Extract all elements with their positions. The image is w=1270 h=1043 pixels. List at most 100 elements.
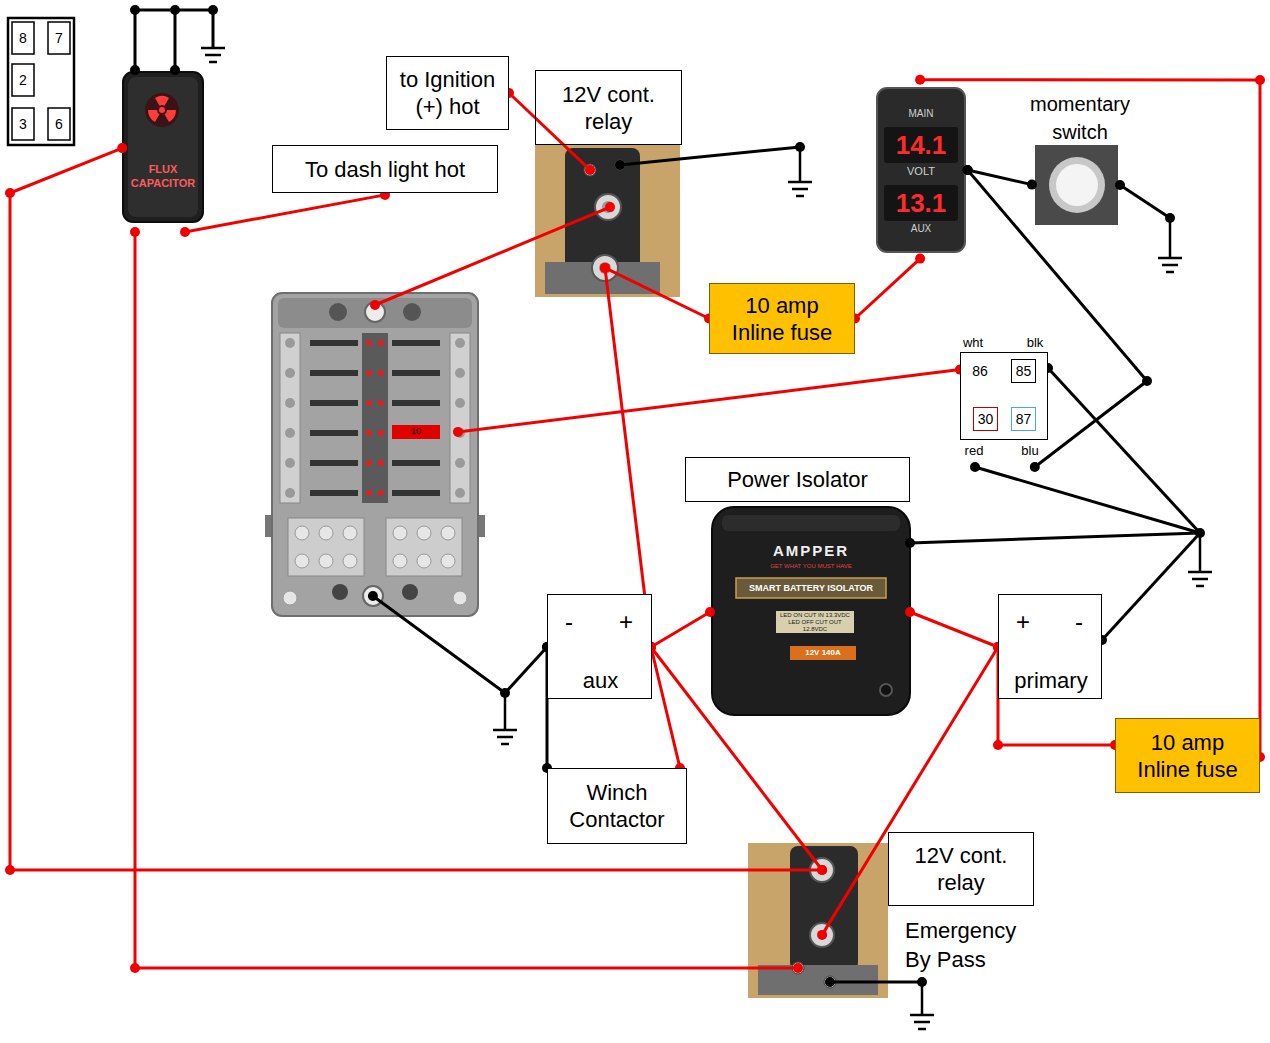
- switch-bezel: [1049, 157, 1105, 213]
- terminal-sign: +: [615, 607, 637, 637]
- wire: [373, 596, 547, 693]
- wire-dot: [825, 977, 835, 987]
- pin-number: 30: [978, 409, 994, 429]
- pin-cell: [48, 22, 70, 54]
- led: [366, 400, 372, 406]
- bus-bar: [288, 518, 364, 576]
- wire-dot: [170, 65, 180, 75]
- fuse-block-stud: [402, 584, 418, 600]
- relay-pinout: 86853087: [960, 352, 1048, 440]
- wire-dot: [905, 607, 915, 617]
- bus-screw: [319, 554, 333, 568]
- fuse-slot: [310, 340, 358, 346]
- terminal-screw: [455, 368, 465, 378]
- wire-dot: [1115, 180, 1125, 190]
- ground-symbol: [1158, 257, 1182, 260]
- wire-dot: [963, 165, 973, 175]
- terminal-screw: [285, 368, 295, 378]
- note-box: to Ignition (+) hot: [386, 56, 509, 130]
- fuse-slot: [392, 460, 440, 466]
- ground-symbol: [201, 47, 225, 50]
- mounting-hole: [880, 684, 892, 696]
- switch-photo: [1035, 145, 1118, 225]
- led: [378, 370, 384, 376]
- brand-name: AMPPER: [732, 542, 890, 560]
- led: [378, 340, 384, 346]
- wire-dot: [970, 462, 980, 472]
- led: [366, 490, 372, 496]
- relay-stud: [810, 923, 834, 947]
- wire-dot: [1027, 180, 1037, 190]
- pin-diagram: [8, 18, 74, 145]
- relay-stud: [595, 194, 621, 220]
- led: [378, 490, 384, 496]
- ground-wire: [174, 10, 177, 70]
- pin-cell: [12, 22, 34, 54]
- wire-dot: [817, 865, 827, 875]
- isolator-rating-band: [790, 646, 856, 660]
- push-button: momentary switch: [1015, 88, 1145, 226]
- ground-symbol: [918, 1028, 926, 1031]
- wire-dot: [915, 254, 925, 264]
- wire-dot: [5, 188, 15, 198]
- fuse-slot: [392, 490, 440, 496]
- wire-dot: [585, 165, 595, 175]
- bus-screw: [441, 554, 455, 568]
- relay-stud: [599, 262, 611, 274]
- inline-fuse: 10 amp Inline fuse: [1115, 718, 1260, 793]
- led: [366, 430, 372, 436]
- wire-dot: [5, 865, 15, 875]
- pin-label: 6: [48, 108, 70, 140]
- terminal-screw: [285, 338, 295, 348]
- bus-screw: [343, 554, 357, 568]
- battery-name: primary: [999, 667, 1103, 694]
- rocker-body: [123, 72, 203, 222]
- bus-screw: [441, 526, 455, 540]
- relay-label: 12V cont. relay: [535, 70, 682, 145]
- pin-number: 85: [1016, 361, 1032, 381]
- ground-wire: [135, 10, 213, 70]
- pin-label: 7: [48, 22, 70, 54]
- voltmeter-body: [877, 88, 965, 252]
- terminal-screw: [285, 458, 295, 468]
- wire: [458, 370, 960, 432]
- fuse-rows: [285, 338, 465, 498]
- pin-cell: [12, 108, 34, 140]
- terminal-sign: +: [1012, 607, 1034, 637]
- wire-dot: [130, 963, 140, 973]
- fuse-slot: [310, 400, 358, 406]
- ground-symbol: [1199, 533, 1202, 572]
- pin-box: 85: [1011, 359, 1036, 383]
- wire-dot: [817, 865, 827, 875]
- ground-symbol: [497, 736, 513, 739]
- device-box: Winch Contactor: [547, 768, 687, 844]
- bus-screw: [417, 554, 431, 568]
- led: [378, 430, 384, 436]
- ground-wire: [1102, 533, 1200, 640]
- fuse-text: 10 amp Inline fuse: [722, 292, 842, 346]
- note-text: to Ignition (+) hot: [393, 66, 502, 120]
- ground-symbol: [796, 195, 804, 198]
- note-text: To dash light hot: [305, 156, 465, 183]
- wire-dot: [170, 5, 180, 15]
- ground-symbol: [1162, 264, 1178, 267]
- terminal-screw: [285, 428, 295, 438]
- terminal-screw: [455, 488, 465, 498]
- ground-symbol: [788, 181, 812, 184]
- fuse-slot: [310, 370, 358, 376]
- bus-screw: [295, 526, 309, 540]
- fuse-block-stud: [329, 303, 347, 321]
- pin-label: 2: [12, 64, 34, 96]
- ground-wire: [975, 467, 1200, 533]
- wire-dot: [1255, 75, 1265, 85]
- wire-dot: [130, 5, 140, 15]
- wire-dot: [605, 202, 615, 212]
- led-strip: [362, 333, 388, 503]
- radiation-blade: [155, 96, 169, 106]
- ground-symbol: [921, 982, 924, 1015]
- bus-screw: [295, 554, 309, 568]
- device-name: Winch Contactor: [554, 779, 680, 833]
- fuse-block-top: [278, 298, 472, 328]
